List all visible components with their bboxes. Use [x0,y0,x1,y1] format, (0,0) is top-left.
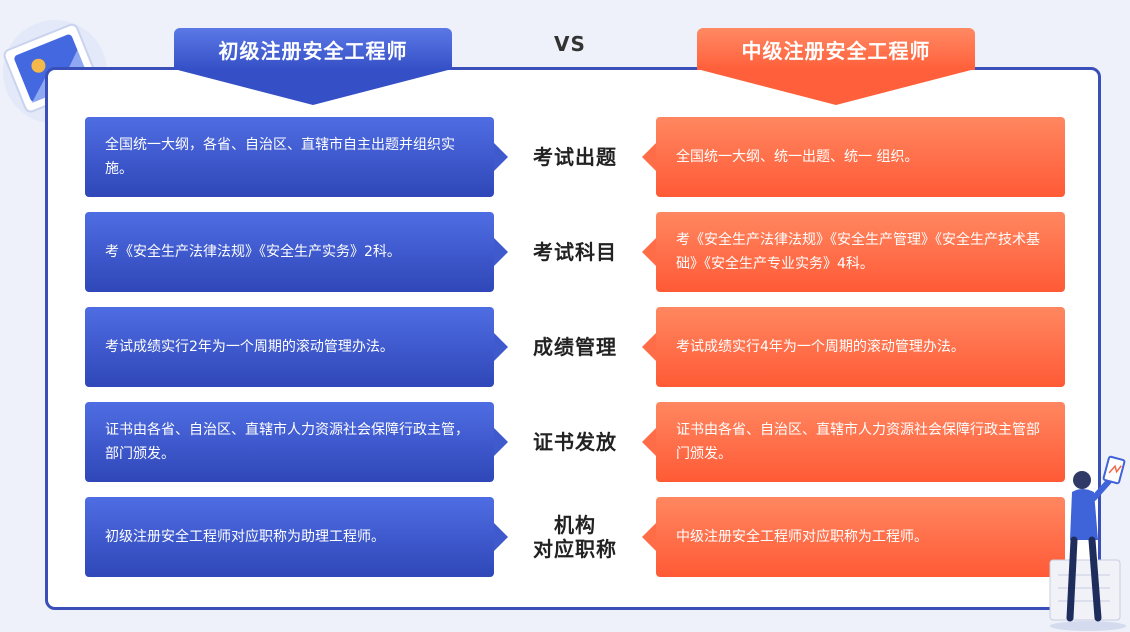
intermediate-cell: 证书由各省、自治区、直辖市人力资源社会保障行政主管部门颁发。 [642,402,1065,482]
comparison-row: 初级注册安全工程师对应职称为助理工程师。 机构对应职称 中级注册安全工程师对应职… [0,497,1130,577]
row-category: 机构对应职称 [508,497,642,577]
junior-cell-text: 证书由各省、自治区、直辖市人力资源社会保障行政主管，部门颁发。 [105,422,469,462]
comparison-row: 证书由各省、自治区、直辖市人力资源社会保障行政主管，部门颁发。 证书发放 证书由… [0,402,1130,482]
row-category-line1: 考试出题 [533,145,617,169]
row-category-line1: 考试科目 [533,240,617,264]
intermediate-cell: 考《安全生产法律法规》《安全生产管理》《安全生产技术基础》《安全生产专业实务》4… [642,212,1065,292]
intermediate-cell-text: 中级注册安全工程师对应职称为工程师。 [676,529,928,545]
intermediate-cell: 考试成绩实行4年为一个周期的滚动管理办法。 [642,307,1065,387]
intermediate-cell-text: 全国统一大纲、统一出题、统一 组织。 [676,149,919,165]
intermediate-cell: 中级注册安全工程师对应职称为工程师。 [642,497,1065,577]
intermediate-cell-text: 考试成绩实行4年为一个周期的滚动管理办法。 [676,339,965,355]
row-category-line1: 成绩管理 [533,335,617,359]
vs-label: VS [554,32,586,56]
comparison-row: 考试成绩实行2年为一个周期的滚动管理办法。 成绩管理 考试成绩实行4年为一个周期… [0,307,1130,387]
junior-cell: 全国统一大纲，各省、自治区、直辖市自主出题并组织实施。 [85,117,508,197]
comparison-row: 全国统一大纲，各省、自治区、直辖市自主出题并组织实施。 考试出题 全国统一大纲、… [0,117,1130,197]
junior-cell: 证书由各省、自治区、直辖市人力资源社会保障行政主管，部门颁发。 [85,402,508,482]
junior-cell-text: 考试成绩实行2年为一个周期的滚动管理办法。 [105,339,394,355]
row-category: 考试科目 [508,212,642,292]
junior-cell: 考试成绩实行2年为一个周期的滚动管理办法。 [85,307,508,387]
row-category-line2: 对应职称 [533,537,617,561]
junior-cell-text: 初级注册安全工程师对应职称为助理工程师。 [105,529,385,545]
comparison-row: 考《安全生产法律法规》《安全生产实务》2科。 考试科目 考《安全生产法律法规》《… [0,212,1130,292]
row-category: 考试出题 [508,117,642,197]
intermediate-cell-text: 证书由各省、自治区、直辖市人力资源社会保障行政主管部门颁发。 [676,422,1040,462]
row-category-line1: 机构 [554,513,596,537]
intermediate-cell-text: 考《安全生产法律法规》《安全生产管理》《安全生产技术基础》《安全生产专业实务》4… [676,232,1040,272]
intermediate-title: 中级注册安全工程师 [741,38,931,63]
intermediate-cell: 全国统一大纲、统一出题、统一 组织。 [642,117,1065,197]
junior-cell-text: 全国统一大纲，各省、自治区、直辖市自主出题并组织实施。 [105,137,455,177]
junior-cell: 初级注册安全工程师对应职称为助理工程师。 [85,497,508,577]
row-category: 成绩管理 [508,307,642,387]
junior-cell-text: 考《安全生产法律法规》《安全生产实务》2科。 [105,244,401,260]
row-category: 证书发放 [508,402,642,482]
row-category-line1: 证书发放 [533,430,617,454]
person-with-tablet-icon [1049,455,1126,631]
junior-title: 初级注册安全工程师 [218,38,408,63]
junior-cell: 考《安全生产法律法规》《安全生产实务》2科。 [85,212,508,292]
intermediate-title-banner: 中级注册安全工程师 [697,28,975,70]
junior-title-banner: 初级注册安全工程师 [174,28,452,70]
